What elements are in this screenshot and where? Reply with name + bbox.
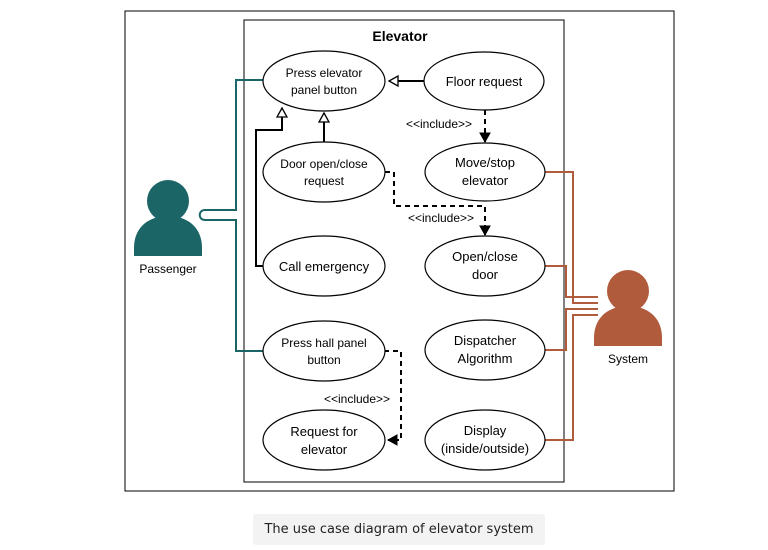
- outer-frame: [124, 10, 675, 492]
- use-case-door-request: Door open/close request: [262, 141, 386, 203]
- svg-text:Floor request: Floor request: [446, 74, 523, 89]
- svg-text:button: button: [307, 353, 340, 367]
- use-case-diagram: Elevator <<include>> <<include>> <<inclu…: [124, 10, 675, 492]
- svg-text:Door open/close: Door open/close: [280, 157, 368, 171]
- svg-text:Display: Display: [464, 423, 507, 438]
- include-label-3: <<include>>: [324, 392, 390, 406]
- system-actor-icon: [594, 270, 662, 346]
- assoc-passenger-press-elevator: [205, 79, 263, 211]
- system-label: System: [608, 352, 648, 366]
- gen-call-emergency: [255, 108, 282, 267]
- passenger-actor-icon: [134, 180, 202, 256]
- use-case-floor-request: Floor request: [423, 51, 545, 111]
- svg-text:elevator: elevator: [301, 442, 348, 457]
- svg-text:request: request: [304, 174, 345, 188]
- system-boundary: [243, 19, 565, 483]
- assoc-passenger-bridge: [198, 209, 206, 221]
- svg-text:Press elevator: Press elevator: [286, 66, 363, 80]
- svg-text:Move/stop: Move/stop: [455, 155, 515, 170]
- use-case-request-elevator: Request for elevator: [262, 409, 386, 471]
- svg-text:elevator: elevator: [462, 173, 509, 188]
- svg-text:panel button: panel button: [291, 83, 357, 97]
- figure-caption: The use case diagram of elevator system: [253, 514, 545, 545]
- use-case-move-stop: Move/stop elevator: [424, 142, 546, 202]
- include-label-1: <<include>>: [406, 117, 472, 131]
- use-case-open-close-door: Open/close door: [424, 235, 546, 297]
- include-hall-request: [384, 350, 402, 446]
- svg-text:Request for: Request for: [290, 424, 358, 439]
- use-case-press-elevator-panel: Press elevator panel button: [262, 50, 386, 112]
- svg-text:door: door: [472, 267, 499, 282]
- svg-text:Algorithm: Algorithm: [458, 351, 513, 366]
- system-association-lines: [545, 171, 598, 441]
- use-case-call-emergency: Call emergency: [262, 235, 386, 297]
- svg-text:Call emergency: Call emergency: [279, 259, 370, 274]
- svg-text:Press hall panel: Press hall panel: [281, 336, 366, 350]
- include-label-2: <<include>>: [408, 211, 474, 225]
- use-case-display: Display (inside/outside): [424, 409, 546, 471]
- svg-text:(inside/outside): (inside/outside): [441, 441, 529, 456]
- use-case-press-hall-panel: Press hall panel button: [262, 320, 386, 382]
- use-case-dispatcher: Dispatcher Algorithm: [424, 319, 546, 381]
- system-title: Elevator: [372, 28, 428, 44]
- svg-text:Open/close: Open/close: [452, 249, 518, 264]
- passenger-label: Passenger: [139, 262, 196, 276]
- assoc-passenger-press-hall: [205, 219, 263, 352]
- svg-text:Dispatcher: Dispatcher: [454, 333, 517, 348]
